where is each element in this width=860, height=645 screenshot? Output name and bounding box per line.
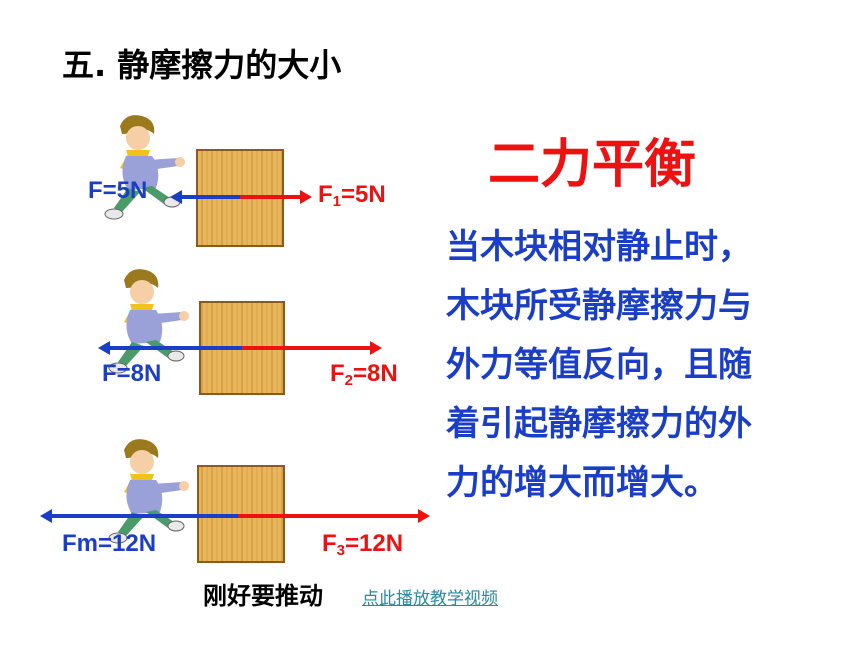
friction-arrowhead-1	[170, 190, 182, 204]
push-label-2-main: F	[330, 360, 345, 387]
push-label-3-sub: 3	[336, 542, 346, 559]
explanation-line-3: 外力等值反向，且随	[446, 345, 752, 385]
push-label-3-main: F	[322, 530, 337, 557]
push-label-3-value: =12N	[345, 530, 404, 557]
push-label-1-main: F	[318, 181, 333, 208]
friction-arrowhead-3	[40, 509, 52, 523]
push-label-1-value: =5N	[341, 181, 386, 208]
push-label-1-sub: 1	[332, 193, 342, 210]
push-arrowhead-1	[300, 190, 312, 204]
push-label-3: F3=12N	[322, 530, 403, 559]
scene-1	[104, 114, 312, 247]
explanation-line-4: 着引起静摩擦力的外	[446, 404, 752, 444]
friction-label-2: F=8N	[102, 360, 162, 387]
scene-3	[40, 438, 430, 563]
boy-figure-2	[108, 268, 190, 374]
scene-2	[98, 268, 382, 395]
push-label-2: F2=8N	[330, 360, 398, 389]
friction-label-1: F=5N	[88, 177, 148, 204]
caption-just-moving: 刚好要推动	[203, 582, 323, 610]
explanation-line-1: 当木块相对静止时，	[446, 227, 752, 267]
explanation-line-5: 力的增大而增大。	[446, 463, 718, 503]
push-arrowhead-3	[418, 509, 430, 523]
push-label-2-value: =8N	[353, 360, 398, 387]
push-label-2-sub: 2	[344, 372, 354, 389]
push-label-1: F1=5N	[318, 181, 386, 210]
friction-label-3: Fm=12N	[62, 530, 157, 557]
play-video-link[interactable]: 点此播放教学视频	[362, 589, 498, 609]
friction-arrowhead-2	[98, 341, 110, 355]
explanation-line-2: 木块所受静摩擦力与	[446, 286, 752, 326]
explanation-text: 当木块相对静止时， 木块所受静摩擦力与 外力等值反向，且随 着引起静摩擦力的外 …	[446, 218, 846, 513]
page-title: 五. 静摩擦力的大小	[62, 46, 342, 84]
boy-figure-3	[108, 438, 190, 544]
push-arrowhead-2	[370, 341, 382, 355]
headline-balance: 二力平衡	[488, 135, 697, 195]
